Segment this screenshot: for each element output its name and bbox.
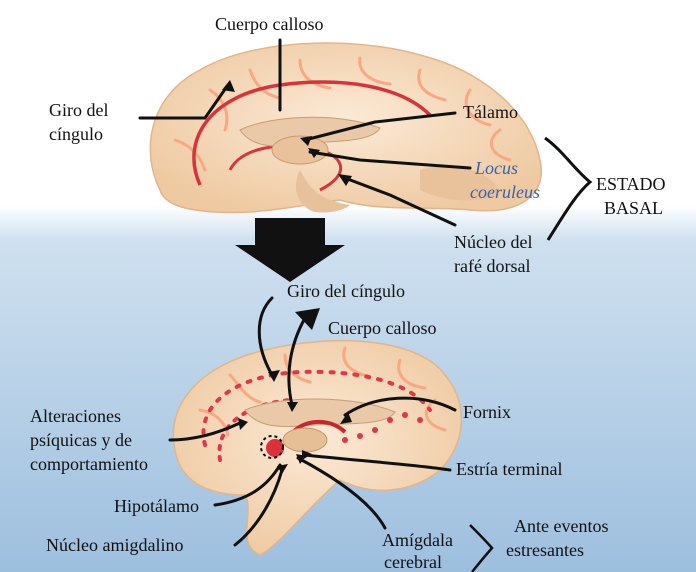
label-ante-1: Ante eventos: [514, 516, 608, 536]
label-nucleo-amigdalino: Núcleo amigdalino: [46, 535, 183, 555]
label-nucleo-rafe-1: Núcleo del: [454, 232, 532, 252]
label-estria: Estría terminal: [456, 459, 562, 479]
label-alteraciones-3: comportamiento: [30, 454, 148, 474]
label-hipotalamo: Hipotálamo: [114, 496, 199, 516]
label-locus-2: coeruleus: [470, 182, 540, 202]
label-cuerpo-calloso-top: Cuerpo calloso: [215, 14, 323, 34]
label-amigdala-1: Amígdala: [382, 530, 453, 550]
label-cuerpo-calloso-bottom: Cuerpo calloso: [328, 318, 436, 338]
label-nucleo-rafe-2: rafé dorsal: [454, 256, 530, 276]
label-basal: BASAL: [604, 198, 663, 218]
label-locus-1: Locus: [475, 158, 518, 178]
label-estado: ESTADO: [596, 174, 666, 194]
label-ante-2: estresantes: [506, 540, 584, 560]
label-fornix: Fornix: [463, 402, 511, 422]
label-alteraciones-2: psíquicas y de: [30, 430, 132, 450]
label-giro-top-2: cíngulo: [49, 124, 103, 144]
label-talamo: Tálamo: [463, 102, 518, 122]
label-giro-top-1: Giro del: [49, 100, 108, 120]
label-giro-bottom: Giro del cíngulo: [287, 281, 405, 301]
label-alteraciones-1: Alteraciones: [30, 406, 121, 426]
label-amigdala-2: cerebral: [384, 552, 442, 572]
